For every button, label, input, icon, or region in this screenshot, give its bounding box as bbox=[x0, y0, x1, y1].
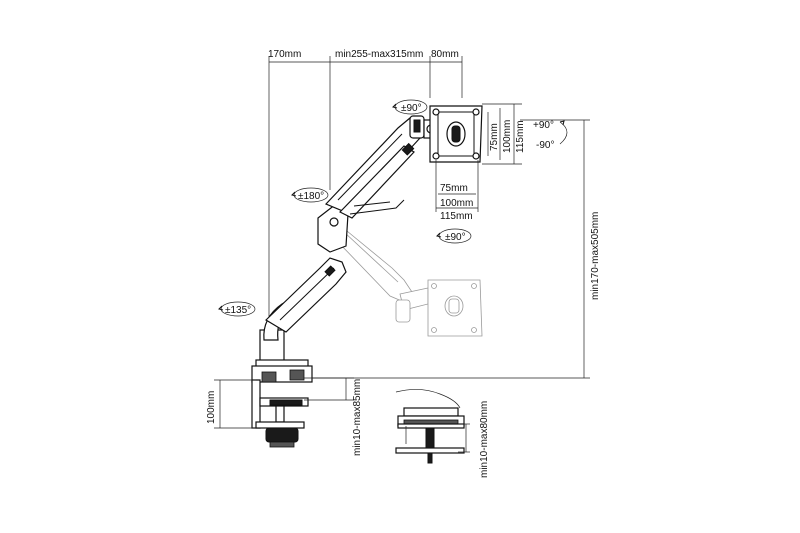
vesa-horizontal-dimensions bbox=[435, 160, 479, 212]
rotation-tilt bbox=[559, 120, 568, 145]
vesa-v-100-label: 100mm bbox=[502, 120, 513, 153]
plate-rotation-label: ±90° bbox=[445, 232, 466, 243]
arm-range-label: min255-max315mm bbox=[335, 49, 423, 60]
rotation-plate bbox=[436, 228, 472, 244]
tilt-up-label: +90° bbox=[533, 120, 554, 131]
clamp-dimension bbox=[214, 377, 354, 429]
vesa-plate bbox=[429, 105, 483, 163]
elbow-rotation-label: ±180° bbox=[298, 191, 324, 202]
rotation-head-swivel bbox=[392, 99, 428, 115]
vesa-h-115-label: 115mm bbox=[440, 211, 473, 222]
clamp-height-label: 100mm bbox=[206, 391, 217, 424]
vesa-vertical-dimensions bbox=[482, 103, 522, 165]
rotation-elbow bbox=[291, 187, 329, 203]
grommet-range-label: min10-max80mm bbox=[479, 401, 490, 478]
vesa-v-115-label: 115mm bbox=[515, 120, 526, 153]
grommet-dimension bbox=[458, 423, 470, 453]
grommet-mount bbox=[395, 389, 465, 464]
clamp-range-label: min10-max85mm bbox=[352, 379, 363, 456]
vesa-h-75-label: 75mm bbox=[440, 183, 468, 194]
lowered-arm-ghost bbox=[335, 220, 429, 323]
offset-170-label: 170mm bbox=[268, 49, 301, 60]
lowered-vesa-plate bbox=[427, 279, 483, 337]
head-swivel-label: ±90° bbox=[401, 103, 422, 114]
rotation-base bbox=[218, 301, 256, 317]
base-rotation-label: ±135° bbox=[225, 305, 251, 316]
arm-assembly bbox=[255, 115, 439, 369]
tilt-down-label: -90° bbox=[536, 140, 554, 151]
vesa-h-100-label: 100mm bbox=[440, 198, 473, 209]
height-range-label: min170-max505mm bbox=[590, 212, 601, 300]
top-dimension-lines bbox=[268, 56, 463, 358]
vesa-v-75-label: 75mm bbox=[489, 123, 500, 151]
offset-80-label: 80mm bbox=[431, 49, 459, 60]
desk-clamp bbox=[251, 365, 313, 448]
